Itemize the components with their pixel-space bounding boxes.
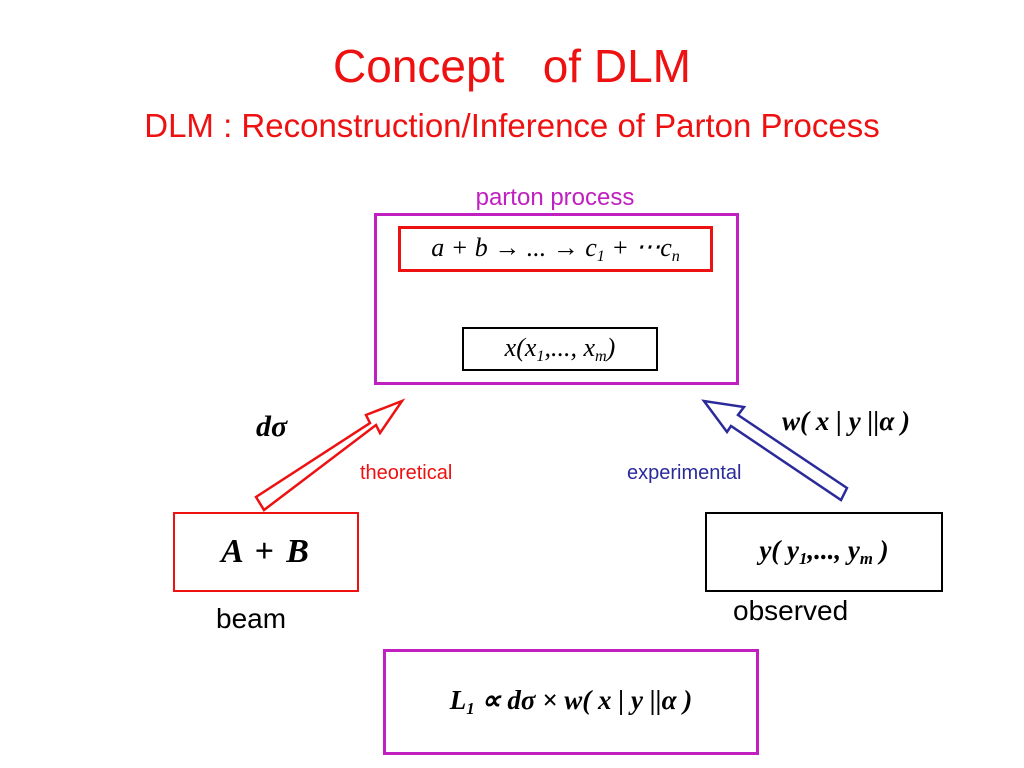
reaction-c1-subscript: 1	[596, 247, 605, 265]
xvar-xm-subscript: m	[595, 347, 607, 365]
parton-variables-formula: x(x1,..., xm)	[505, 333, 616, 366]
parton-variables-box: x(x1,..., xm)	[462, 327, 658, 371]
likelihood-expression: ∝ dσ × w( x | y ||α )	[474, 684, 693, 715]
beam-box: A + B	[173, 512, 359, 592]
observed-ym-subscript: m	[859, 549, 873, 568]
observed-ellipsis: ,..., y	[807, 534, 860, 565]
xvar-close: )	[606, 332, 616, 362]
reaction-b: b	[474, 232, 488, 262]
reaction-a: a	[431, 232, 445, 262]
parton-process-label: parton process	[475, 184, 635, 211]
reaction-cn-subscript: n	[671, 247, 680, 265]
page-title: Concept of DLM	[333, 40, 691, 92]
observed-box: y( y1,..., ym )	[705, 512, 943, 592]
xvar-x1-subscript: 1	[536, 347, 545, 365]
observed-y: y( y	[759, 534, 800, 565]
reaction-box: a + b → ... → c1 + ⋅⋅⋅cn	[398, 226, 713, 272]
beam-formula: A + B	[221, 533, 311, 570]
observed-y1-subscript: 1	[799, 549, 808, 568]
theoretical-label: theoretical	[360, 462, 453, 484]
reaction-cn: c	[660, 232, 672, 262]
xvar-open: (	[516, 332, 525, 362]
beam-label: beam	[216, 603, 287, 634]
reaction-c1: c	[585, 232, 597, 262]
likelihood-subscript: 1	[466, 699, 475, 718]
reaction-plus-dots: + ⋅⋅⋅	[604, 232, 661, 262]
reaction-arrow-2: →	[546, 232, 586, 262]
observed-formula: y( y1,..., ym )	[759, 535, 888, 569]
reaction-plus: +	[444, 232, 475, 262]
observed-label: observed	[733, 595, 849, 626]
likelihood-L: L	[449, 684, 467, 715]
xvar-x: x	[504, 332, 517, 362]
weight-function-label: w( x | y ||α )	[782, 406, 910, 436]
likelihood-formula: L1 ∝ dσ × w( x | y ||α )	[450, 685, 693, 719]
parton-process-box	[374, 213, 739, 385]
experimental-label: experimental	[627, 462, 742, 484]
xvar-xm: x	[583, 332, 596, 362]
xvar-ellipsis: ,...,	[544, 332, 584, 362]
likelihood-box: L1 ∝ dσ × w( x | y ||α )	[383, 649, 759, 755]
reaction-dots: ...	[526, 232, 547, 262]
page-subtitle: DLM : Reconstruction/Inference of Parton…	[144, 107, 880, 144]
reaction-formula: a + b → ... → c1 + ⋅⋅⋅cn	[431, 233, 680, 266]
reaction-arrow: →	[487, 232, 527, 262]
xvar-x1: x	[524, 332, 537, 362]
observed-close: )	[872, 534, 889, 565]
cross-section-label: dσ	[256, 410, 288, 443]
